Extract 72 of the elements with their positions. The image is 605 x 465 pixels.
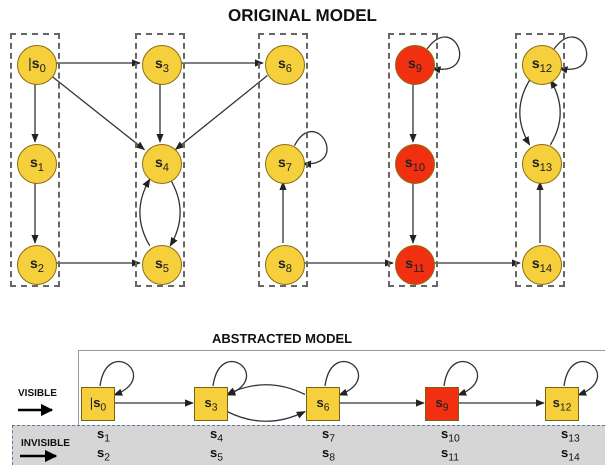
state-square: s$_{3}$: [194, 387, 228, 421]
state-circle: s$_{6}$: [265, 45, 305, 85]
state-label: s$_{4}$: [210, 426, 224, 445]
label: VISIBLE: [18, 388, 57, 399]
state-label: s$_{7}$: [322, 426, 336, 445]
arrow: [536, 181, 544, 243]
state-label: s$_{2}$: [97, 445, 110, 464]
state-circle: s$_{2}$: [17, 245, 57, 285]
state-circle: |s$_{0}$: [17, 45, 57, 85]
arrow: [519, 80, 530, 146]
arrow: [50, 74, 146, 150]
group-frame: [515, 33, 565, 287]
group-frame: [388, 33, 438, 287]
self-loop-arrow: [426, 36, 460, 73]
arrow: [339, 399, 425, 407]
self-loop-arrow: [99, 361, 134, 396]
arrow: [409, 182, 417, 244]
arrow: [114, 399, 194, 407]
state-square: s$_{6}$: [306, 387, 340, 421]
state-circle: s$_{4}$: [142, 144, 182, 184]
state-label: s$_{8}$: [322, 445, 336, 464]
arrow: [180, 59, 264, 67]
self-loop-arrow: [212, 361, 247, 396]
state-circle: s$_{7}$: [265, 144, 305, 184]
state-label: s$_{10}$: [441, 426, 460, 445]
state-square: s$_{9}$: [425, 387, 459, 421]
arrow: [55, 259, 141, 267]
arrow: [31, 83, 39, 143]
arrow: [550, 79, 561, 146]
state-circle: s$_{3}$: [142, 45, 182, 85]
self-loop-arrow: [443, 361, 478, 396]
state-circle: s$_{1}$: [17, 144, 57, 184]
arrow: [31, 182, 39, 244]
arrow: [174, 75, 268, 150]
arrow: [433, 259, 521, 267]
state-circle: s$_{8}$: [265, 245, 305, 285]
arrow: [170, 178, 181, 247]
arrow: [226, 410, 306, 422]
arrow: [55, 59, 141, 67]
self-loop-arrow: [554, 36, 588, 73]
group-frame: [10, 33, 60, 287]
state-circle: s$_{10}$: [395, 144, 435, 184]
state-circle: s$_{12}$: [522, 45, 562, 85]
self-loop-arrow: [563, 361, 598, 396]
state-label: s$_{14}$: [561, 445, 580, 464]
self-loop-arrow: [294, 131, 328, 168]
arrow: [303, 259, 394, 267]
arrow: [139, 178, 150, 246]
state-label: s$_{11}$: [441, 445, 460, 464]
label: ABSTRACTED MODEL: [212, 331, 352, 346]
model-frame: [78, 350, 605, 425]
self-loop-arrow: [324, 361, 359, 396]
state-circle: s$_{13}$: [522, 144, 562, 184]
group-frame: [135, 33, 185, 287]
state-label: s$_{5}$: [210, 445, 224, 464]
invisible-band: [12, 425, 605, 465]
state-square: s$_{12}$: [545, 387, 579, 421]
band-label: INVISIBLE: [21, 438, 70, 449]
state-circle: s$_{5}$: [142, 245, 182, 285]
state-circle: s$_{11}$: [395, 245, 435, 285]
arrow: [409, 83, 417, 143]
state-label: s$_{13}$: [561, 426, 580, 445]
title: ORIGINAL MODEL: [227, 6, 378, 26]
state-circle: s$_{9}$: [395, 45, 435, 85]
state-square: |s$_{0}$: [81, 387, 115, 421]
arrow: [279, 181, 287, 243]
arrow: [226, 384, 306, 396]
group-frame: [258, 33, 308, 287]
arrow: [458, 399, 545, 407]
state-label: s$_{1}$: [97, 426, 110, 445]
arrow: [156, 83, 164, 143]
state-circle: s$_{14}$: [522, 245, 562, 285]
